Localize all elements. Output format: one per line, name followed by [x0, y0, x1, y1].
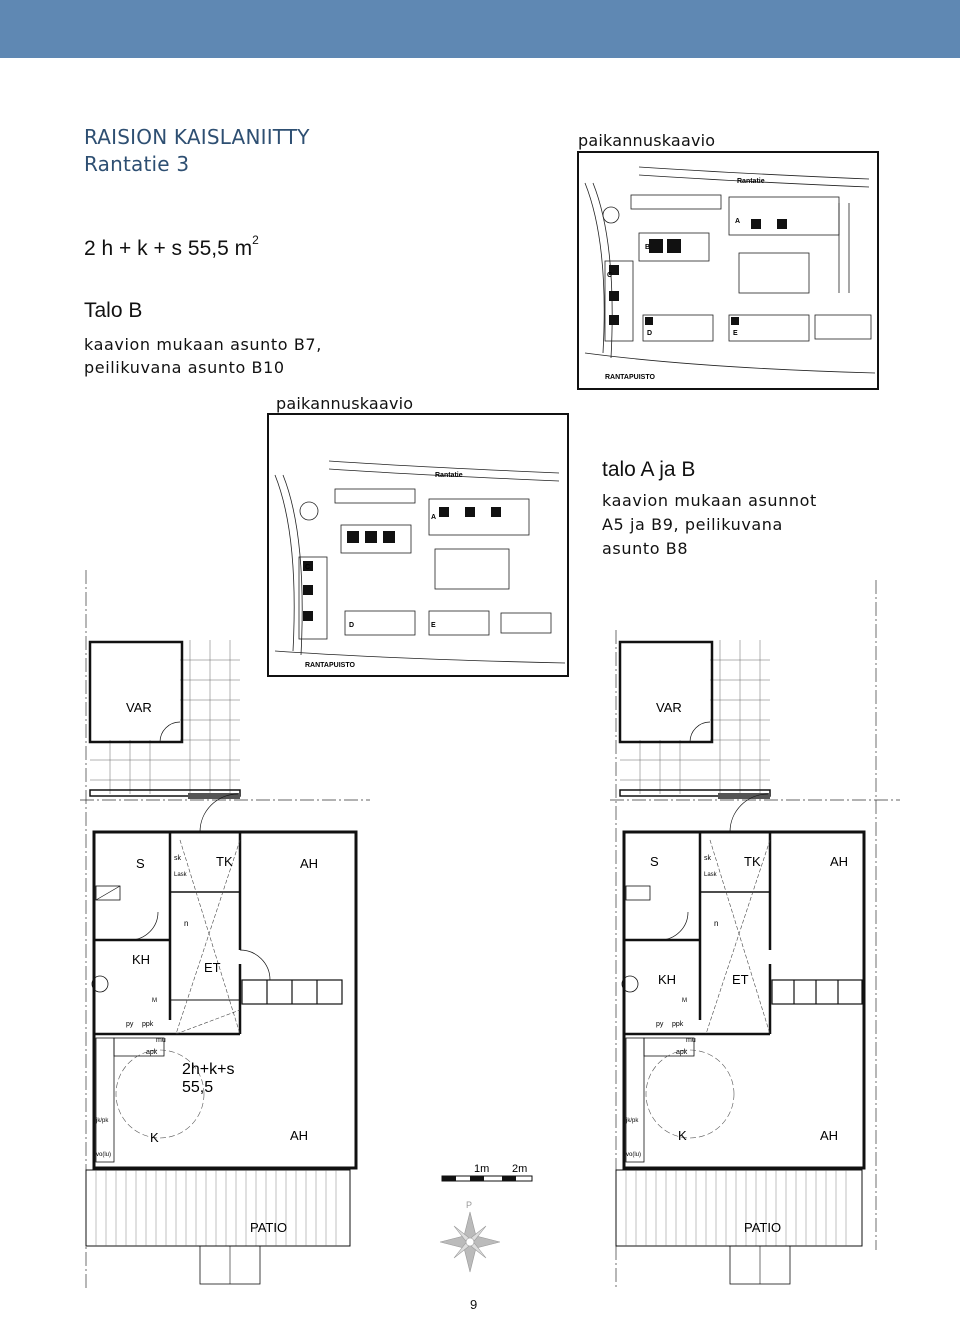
- fixture-ppk-right: ppk: [672, 1021, 684, 1028]
- house-ab-label: talo A ja B: [602, 458, 696, 481]
- scale-label-2m: 2m: [512, 1163, 527, 1175]
- room-kh-left: KH: [132, 952, 150, 967]
- fixture-m-right: M: [682, 998, 687, 1004]
- room-k-left: K: [150, 1130, 159, 1145]
- room-tk-right: TK: [744, 854, 761, 869]
- fixture-apk-left: apk: [146, 1049, 158, 1056]
- fixture-vo-left: vo(lu): [96, 1152, 111, 1158]
- site-street-top-2: Rantatie: [435, 472, 463, 479]
- room-ah-left: AH: [300, 856, 318, 871]
- apartment-type-text: 2 h + k + s 55,5 m: [84, 237, 253, 260]
- room-patio-left: PATIO: [250, 1220, 287, 1235]
- site-street-bottom-1: RANTAPUISTO: [605, 374, 655, 381]
- room-k-right: K: [678, 1128, 687, 1143]
- page-number: 9: [470, 1297, 478, 1312]
- area-value-left: 55,5: [182, 1079, 213, 1096]
- fixture-lask-left: Lask: [174, 872, 188, 878]
- room-ah-right: AH: [830, 854, 848, 869]
- scale-label-1m: 1m: [474, 1163, 489, 1175]
- fixture-mu-left: mu: [156, 1037, 166, 1044]
- fixture-sk-left: sk: [174, 855, 182, 862]
- house-ab-note-line2: A5 ja B9, peilikuvana: [602, 515, 783, 534]
- area-label-left: 2h+k+s: [182, 1061, 234, 1078]
- site-letter-d-1: D: [647, 330, 652, 337]
- room-kh-right: KH: [658, 972, 676, 987]
- site-letter-b-1: B: [645, 244, 650, 251]
- site-plan-1: Rantatie RANTAPUISTO A B C D E: [577, 151, 879, 390]
- fixture-mu-right: mu: [686, 1037, 696, 1044]
- house-b-label: Talo B: [84, 299, 143, 322]
- house-b-note-line2: peilikuvana asunto B10: [84, 358, 285, 377]
- room-ah2-left: AH: [290, 1128, 308, 1143]
- fixture-vo-right: vo(lu): [626, 1152, 641, 1158]
- site-letter-c-2: C: [305, 564, 310, 571]
- room-tk-left: TK: [216, 854, 233, 869]
- fixture-jkpk-right: jk/pk: [625, 1118, 639, 1124]
- house-b-note: kaavion mukaan asunto B7, peilikuvana as…: [84, 333, 322, 379]
- fixture-apk-right: apk: [676, 1049, 688, 1056]
- site-letter-d-2: D: [349, 622, 354, 629]
- floor-plan-left: VAR S TK AH KH ET K AH PATIO 2h+k+s 55,5…: [80, 570, 370, 1295]
- room-ah2-right: AH: [820, 1128, 838, 1143]
- project-title: RAISION KAISLANIITTY Rantatie 3: [84, 124, 310, 178]
- site-letter-e-1: E: [733, 330, 738, 337]
- room-var-left: VAR: [126, 700, 152, 715]
- house-ab-note: kaavion mukaan asunnot A5 ja B9, peiliku…: [602, 489, 817, 561]
- fixture-lask-right: Lask: [704, 872, 718, 878]
- site-street-top-1: Rantatie: [737, 178, 765, 185]
- area-unit-superscript: 2: [252, 233, 259, 247]
- project-address: Rantatie 3: [84, 152, 190, 176]
- site-letter-a-2: A: [431, 514, 436, 521]
- room-et-left: ET: [204, 960, 221, 975]
- house-b-note-line1: kaavion mukaan asunto B7,: [84, 335, 322, 354]
- site-plan-label-1: paikannuskaavio: [578, 131, 716, 150]
- fixture-py-left: py: [126, 1021, 134, 1028]
- compass-rose-icon: P: [439, 1196, 501, 1287]
- fixture-ppk-left: ppk: [142, 1021, 154, 1028]
- fixture-jkpk-left: jk/pk: [95, 1118, 109, 1124]
- house-ab-note-line1: kaavion mukaan asunnot: [602, 491, 817, 510]
- compass-letter: P: [466, 1200, 472, 1210]
- house-ab-note-line3: asunto B8: [602, 539, 689, 558]
- site-letter-a-1: A: [735, 218, 740, 225]
- site-letter-c-1: C: [607, 272, 612, 279]
- header-band: [0, 0, 960, 58]
- site-plan-label-2: paikannuskaavio: [276, 394, 414, 413]
- fixture-n-right: n: [714, 919, 718, 928]
- scale-bar: 1m 2m: [440, 1160, 540, 1191]
- fixture-m-left: M: [152, 998, 157, 1004]
- fixture-sk-right: sk: [704, 855, 712, 862]
- site-plan-2: Rantatie RANTAPUISTO A C D E: [267, 413, 569, 677]
- room-patio-right: PATIO: [744, 1220, 781, 1235]
- room-s-right: S: [650, 854, 659, 869]
- site-street-bottom-2: RANTAPUISTO: [305, 662, 355, 669]
- room-s-left: S: [136, 856, 145, 871]
- fixture-n-left: n: [184, 919, 188, 928]
- project-name: RAISION KAISLANIITTY: [84, 125, 310, 149]
- site-letter-e-2: E: [431, 622, 436, 629]
- apartment-type: 2 h + k + s 55,5 m2: [84, 233, 259, 261]
- room-et-right: ET: [732, 972, 749, 987]
- fixture-py-right: py: [656, 1021, 664, 1028]
- room-var-right: VAR: [656, 700, 682, 715]
- floor-plan-right: VAR S TK AH KH ET K AH PATIO sk Lask n M…: [610, 570, 900, 1295]
